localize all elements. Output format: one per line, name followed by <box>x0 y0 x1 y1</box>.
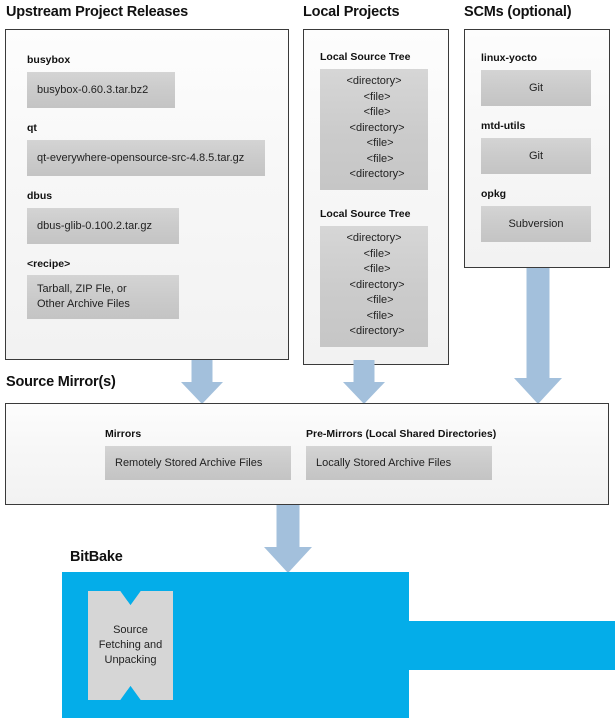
arrow-mirrors-to-bitbake-icon <box>264 505 312 573</box>
local-tree-label-1: Local Source Tree <box>320 51 411 63</box>
upstream-entry-label-dbus: dbus <box>27 190 53 202</box>
upstream-entry-value-busybox: busybox-0.60.3.tar.bz2 <box>27 72 175 108</box>
source-mirrors-heading: Source Mirror(s) <box>6 374 116 390</box>
upstream-panel: busybox busybox-0.60.3.tar.bz2 qt qt-eve… <box>5 29 289 360</box>
source-fetching-and-unpacking-task: Source Fetching and Unpacking <box>88 591 173 700</box>
upstream-entry-value-dbus: dbus-glib-0.100.2.tar.gz <box>27 208 179 244</box>
pre-mirrors-value: Locally Stored Archive Files <box>306 446 492 480</box>
local-tree-value-2: <directory> <file> <file> <directory> <f… <box>320 226 428 347</box>
local-tree-label-2: Local Source Tree <box>320 208 411 220</box>
scm-value-mtd-utils: Git <box>481 138 591 174</box>
scm-label-linux-yocto: linux-yocto <box>481 52 538 64</box>
scm-label-mtd-utils: mtd-utils <box>481 120 526 132</box>
arrow-local-projects-to-mirrors-icon <box>342 360 386 404</box>
arrow-upstream-to-mirrors-icon <box>180 360 224 404</box>
source-mirrors-panel: Mirrors Remotely Stored Archive Files Pr… <box>5 403 609 505</box>
local-projects-heading: Local Projects <box>303 4 400 20</box>
pre-mirrors-label: Pre-Mirrors (Local Shared Directories) <box>306 428 497 440</box>
local-projects-panel: Local Source Tree <directory> <file> <fi… <box>303 29 449 365</box>
arrow-scms-to-mirrors-icon <box>514 268 562 404</box>
scm-label-opkg: opkg <box>481 188 507 200</box>
upstream-entry-value-qt: qt-everywhere-opensource-src-4.8.5.tar.g… <box>27 140 265 176</box>
upstream-entry-label-qt: qt <box>27 122 37 134</box>
bitbake-region-tail <box>408 621 615 670</box>
mirrors-value: Remotely Stored Archive Files <box>105 446 291 480</box>
mirrors-label: Mirrors <box>105 428 142 440</box>
upstream-entry-label-busybox: busybox <box>27 54 71 66</box>
upstream-entry-value-recipe: Tarball, ZIP Fle, or Other Archive Files <box>27 275 179 319</box>
upstream-entry-label-recipe: <recipe> <box>27 258 71 270</box>
scms-panel: linux-yocto Git mtd-utils Git opkg Subve… <box>464 29 610 268</box>
scms-heading: SCMs (optional) <box>464 4 572 20</box>
local-tree-value-1: <directory> <file> <file> <directory> <f… <box>320 69 428 190</box>
scm-value-linux-yocto: Git <box>481 70 591 106</box>
bitbake-heading: BitBake <box>70 549 123 565</box>
upstream-heading: Upstream Project Releases <box>6 4 188 20</box>
scm-value-opkg: Subversion <box>481 206 591 242</box>
